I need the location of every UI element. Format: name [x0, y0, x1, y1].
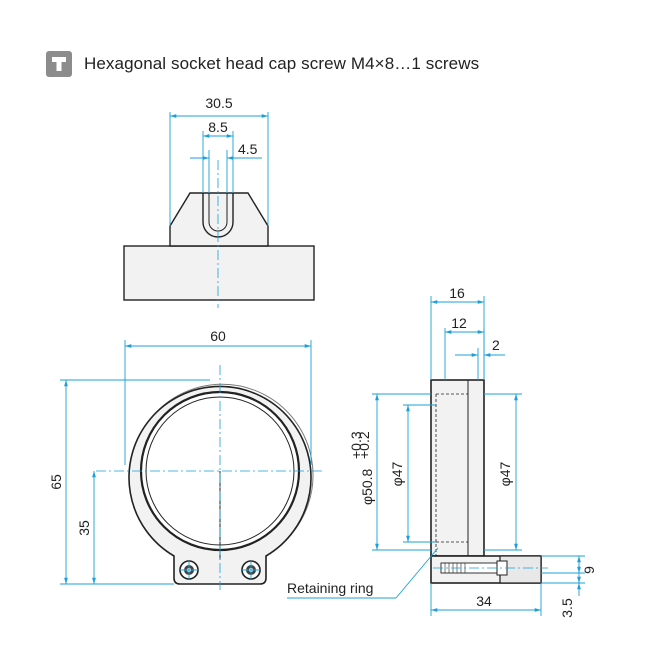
front-view: 60 65 35: [48, 328, 322, 590]
side-view: 16 12 2 φ50.8 +0.3 +0.2 φ47 φ47: [348, 285, 597, 618]
header-title: Hexagonal socket head cap screw M4×8…1 s…: [84, 54, 480, 73]
top-view-bracket: [169, 192, 269, 247]
top-view: 30.5 8.5 4.5: [123, 95, 315, 308]
header: Hexagonal socket head cap screw M4×8…1 s…: [46, 50, 479, 78]
dim-front-height: 65: [48, 474, 64, 490]
side-view-body: [430, 379, 485, 557]
dim-side-inner-dia-left: φ47: [389, 461, 405, 486]
dim-top-slot-inner: 4.5: [238, 141, 258, 157]
retaining-ring-label: Retaining ring: [287, 580, 373, 596]
retaining-ring-callout: Retaining ring: [287, 547, 439, 599]
retaining-ring-leader: [395, 547, 439, 599]
dim-side-outer-dia: φ50.8: [359, 468, 375, 505]
dim-top-slot-outer: 8.5: [208, 119, 228, 135]
dim-side-inner: 12: [451, 315, 467, 331]
dim-side-base-height: 3.5: [559, 598, 575, 618]
dim-front-width: 60: [210, 328, 226, 344]
dim-front-center-height: 35: [76, 520, 92, 536]
dim-side-depth: 16: [449, 285, 465, 301]
dim-side-outer-tol-upper: +0.3: [348, 431, 364, 459]
dim-side-bottom-length: 34: [476, 593, 492, 609]
dim-side-screw-height: 9: [581, 566, 597, 574]
screw-icon: [46, 51, 72, 77]
dim-top-overall: 30.5: [205, 95, 232, 111]
dim-side-inner-dia-right: φ47: [497, 461, 513, 486]
top-view-base: [123, 245, 315, 301]
top-view-slot-inner: [208, 193, 228, 232]
dim-side-lip: 2: [492, 337, 500, 353]
dim-side-outer-tol-lower: +0.2: [356, 431, 372, 459]
